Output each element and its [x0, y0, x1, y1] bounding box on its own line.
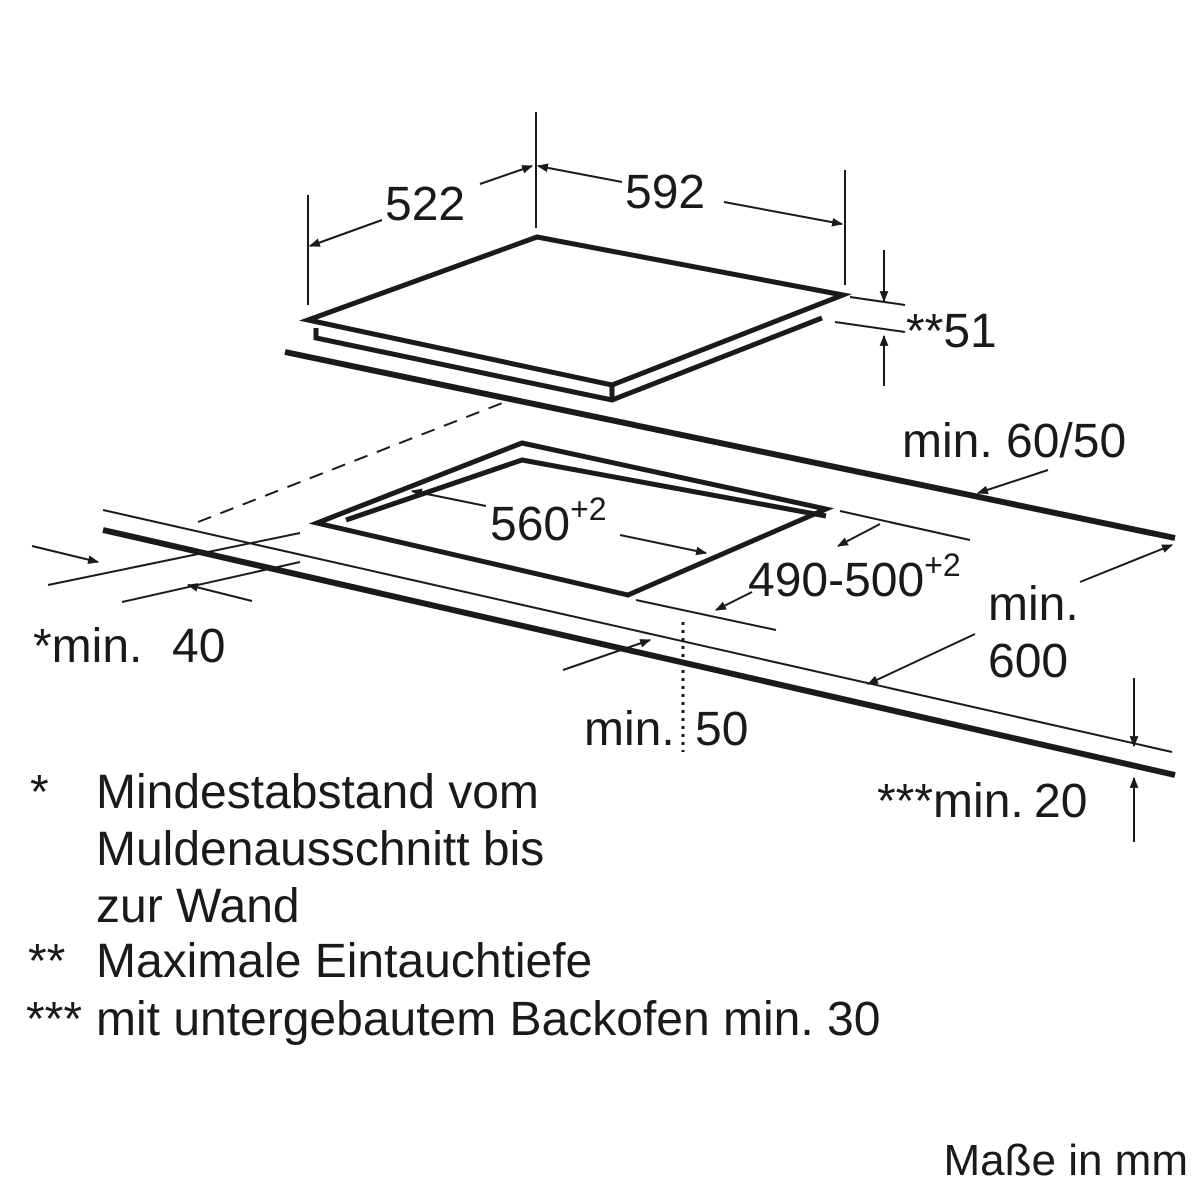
label-min-front-value: 50 — [695, 703, 748, 756]
note-1-mark: * — [30, 766, 49, 819]
cutout-depth-tolerance: +2 — [924, 547, 960, 583]
dimension-592: 592 — [536, 163, 844, 227]
label-min-wall-value: 40 — [172, 620, 225, 673]
label-min-worktop-thickness-prefix: ***min. — [877, 775, 1024, 828]
dimension-cutout-width: 560+2 — [410, 488, 708, 556]
dimension-min-worktop-depth: min. 600 — [867, 544, 1174, 688]
dimension-522: 522 — [308, 165, 534, 247]
note-2-mark: ** — [28, 935, 65, 988]
dimension-cutout-depth: 490-500+2 — [635, 510, 971, 631]
label-width: 592 — [625, 166, 705, 219]
units-label: Maße in mm — [944, 1136, 1188, 1185]
hob — [298, 234, 853, 403]
dimension-installation-depth: **51 — [879, 250, 997, 386]
dimension-min-worktop-thickness: ***min. 20 — [877, 678, 1139, 842]
label-min-worktop-thickness-value: 20 — [1034, 775, 1087, 828]
worktop-bottom-front-edge — [102, 527, 1176, 778]
label-cutout-depth: 490-500+2 — [748, 547, 961, 607]
dimension-min-wall: *min. 40 — [31, 532, 301, 673]
hob-extension-lines — [307, 112, 906, 333]
notes: * Mindestabstand vom Muldenausschnitt bi… — [26, 766, 880, 1046]
label-cutout-width: 560+2 — [490, 491, 607, 551]
cutout-depth-base: 490-500 — [748, 554, 924, 607]
cutout — [308, 440, 835, 598]
dimension-min-front: min. 50 — [562, 622, 748, 756]
cutout-inner-wall — [345, 457, 827, 523]
label-min-wall-prefix: *min. — [33, 620, 142, 673]
label-min-back: min. 60/50 — [902, 415, 1126, 468]
cutout-outline — [308, 440, 835, 598]
note-1-line-3: zur Wand — [96, 880, 300, 933]
label-min-worktop-depth-line1: min. — [988, 578, 1079, 631]
note-1-line-1: Mindestabstand vom — [96, 766, 539, 819]
worktop-left-hidden-edge — [197, 399, 511, 523]
label-min-worktop-depth-line2: 600 — [988, 635, 1068, 688]
cutout-width-base: 560 — [490, 498, 570, 551]
worktop-back-edge — [284, 349, 1176, 541]
note-2-line-1: Maximale Eintauchtiefe — [96, 935, 592, 988]
hob-lower-edge — [313, 315, 823, 403]
cutout-width-tolerance: +2 — [570, 491, 606, 527]
label-min-front-prefix: min. — [584, 703, 675, 756]
worktop — [102, 349, 1176, 778]
note-1-line-2: Muldenausschnitt bis — [96, 823, 544, 876]
note-3-line-1: mit untergebautem Backofen min. 30 — [96, 993, 880, 1046]
note-3-mark: *** — [26, 993, 82, 1046]
label-installation-depth: **51 — [906, 305, 997, 358]
label-depth: 522 — [385, 178, 465, 231]
worktop-top-front-edge — [102, 509, 1173, 753]
dimension-min-back: min. 60/50 — [902, 415, 1126, 495]
hob-top-surface — [298, 234, 853, 388]
